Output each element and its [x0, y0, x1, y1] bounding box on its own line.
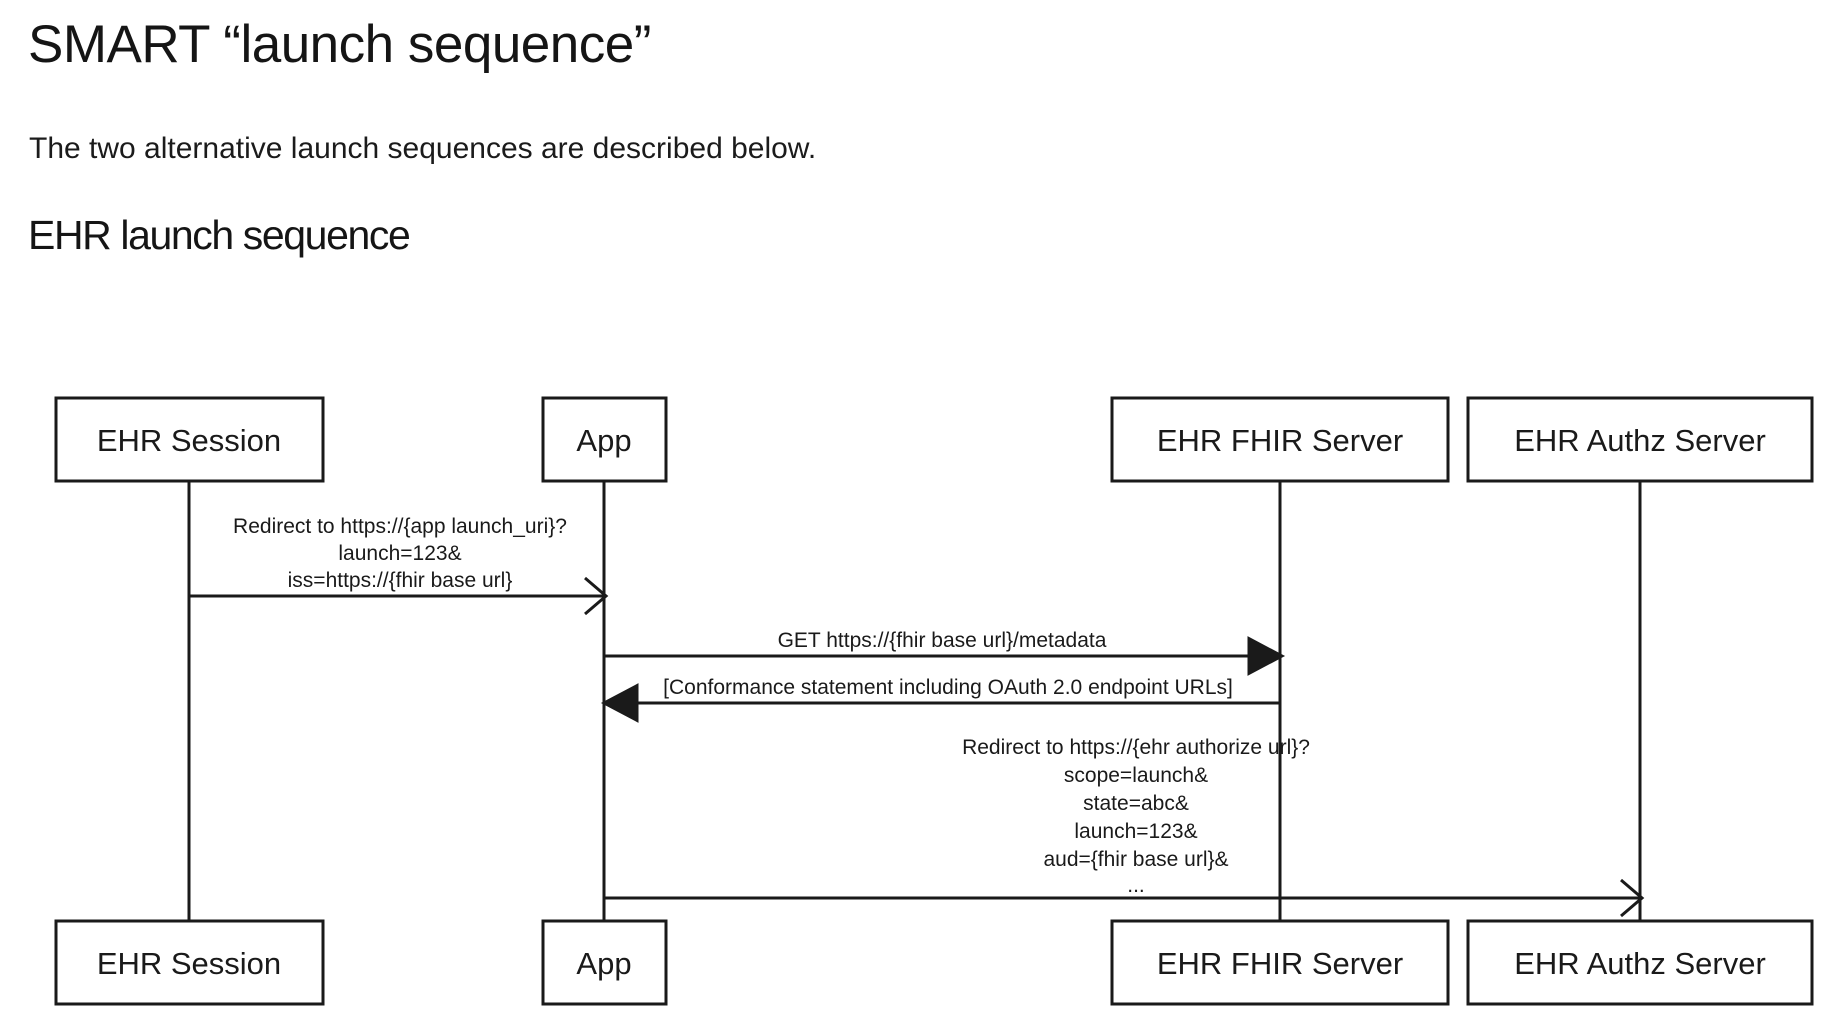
- intro-paragraph: The two alternative launch sequences are…: [29, 132, 817, 165]
- actor-label-app-footer: App: [576, 946, 631, 981]
- actor-box-ehr-authz-server-footer: [1466, 919, 1814, 1006]
- message-label-line: state=abc&: [1083, 792, 1189, 815]
- message-redirect-launch: Redirect to https://{app launch_uri}? la…: [189, 515, 609, 616]
- actor-box-ehr-session: [54, 396, 325, 483]
- message-label-line: launch=123&: [1074, 820, 1197, 843]
- actor-header-app: App: [541, 396, 668, 483]
- actor-header-ehr-authz-server: EHR Authz Server: [1466, 396, 1814, 483]
- page-title: SMART “launch sequence”: [28, 15, 651, 74]
- message-label-line: scope=launch&: [1064, 764, 1208, 787]
- message-label-line: aud={fhir base url}&: [1043, 848, 1228, 871]
- message-arrowhead-open: [584, 576, 609, 616]
- actor-box-ehr-fhir-server-footer: [1110, 919, 1450, 1006]
- message-arrowhead-filled: [1247, 636, 1286, 676]
- section-heading: EHR launch sequence: [28, 212, 411, 258]
- message-label-line: [Conformance statement including OAuth 2…: [663, 676, 1233, 699]
- actor-header-ehr-fhir-server: EHR FHIR Server: [1110, 396, 1450, 483]
- actor-box-app-footer: [541, 919, 668, 1006]
- actor-footer-ehr-authz-server: EHR Authz Server: [1466, 919, 1814, 1006]
- message-arrowhead-filled: [600, 683, 639, 723]
- actor-label-app: App: [576, 423, 631, 458]
- actor-footer-app: App: [541, 919, 668, 1006]
- actor-header-ehr-session: EHR Session: [54, 396, 325, 483]
- actor-label-ehr-session-footer: EHR Session: [97, 946, 281, 981]
- actor-box-ehr-session-footer: [54, 919, 325, 1006]
- actor-footer-ehr-session: EHR Session: [54, 919, 325, 1006]
- message-get-metadata: GET https://{fhir base url}/metadata: [604, 629, 1286, 676]
- message-arrowhead-open: [1620, 878, 1645, 918]
- message-label-line: Redirect to https://{app launch_uri}?: [233, 515, 567, 538]
- actor-label-ehr-authz-server: EHR Authz Server: [1514, 423, 1766, 458]
- actor-footer-ehr-fhir-server: EHR FHIR Server: [1110, 919, 1450, 1006]
- message-label-line: GET https://{fhir base url}/metadata: [778, 629, 1107, 652]
- message-conformance-statement: [Conformance statement including OAuth 2…: [600, 676, 1280, 723]
- actor-label-ehr-authz-server-footer: EHR Authz Server: [1514, 946, 1766, 981]
- actor-label-ehr-fhir-server-footer: EHR FHIR Server: [1157, 946, 1403, 981]
- message-label-line: ...: [1127, 874, 1145, 897]
- actor-label-ehr-session: EHR Session: [97, 423, 281, 458]
- message-label-line: Redirect to https://{ehr authorize url}?: [962, 736, 1310, 759]
- message-label-line: iss=https://{fhir base url}: [288, 569, 513, 592]
- message-label-line: launch=123&: [338, 542, 461, 565]
- message-redirect-authorize: Redirect to https://{ehr authorize url}?…: [604, 736, 1645, 918]
- actor-label-ehr-fhir-server: EHR FHIR Server: [1157, 423, 1403, 458]
